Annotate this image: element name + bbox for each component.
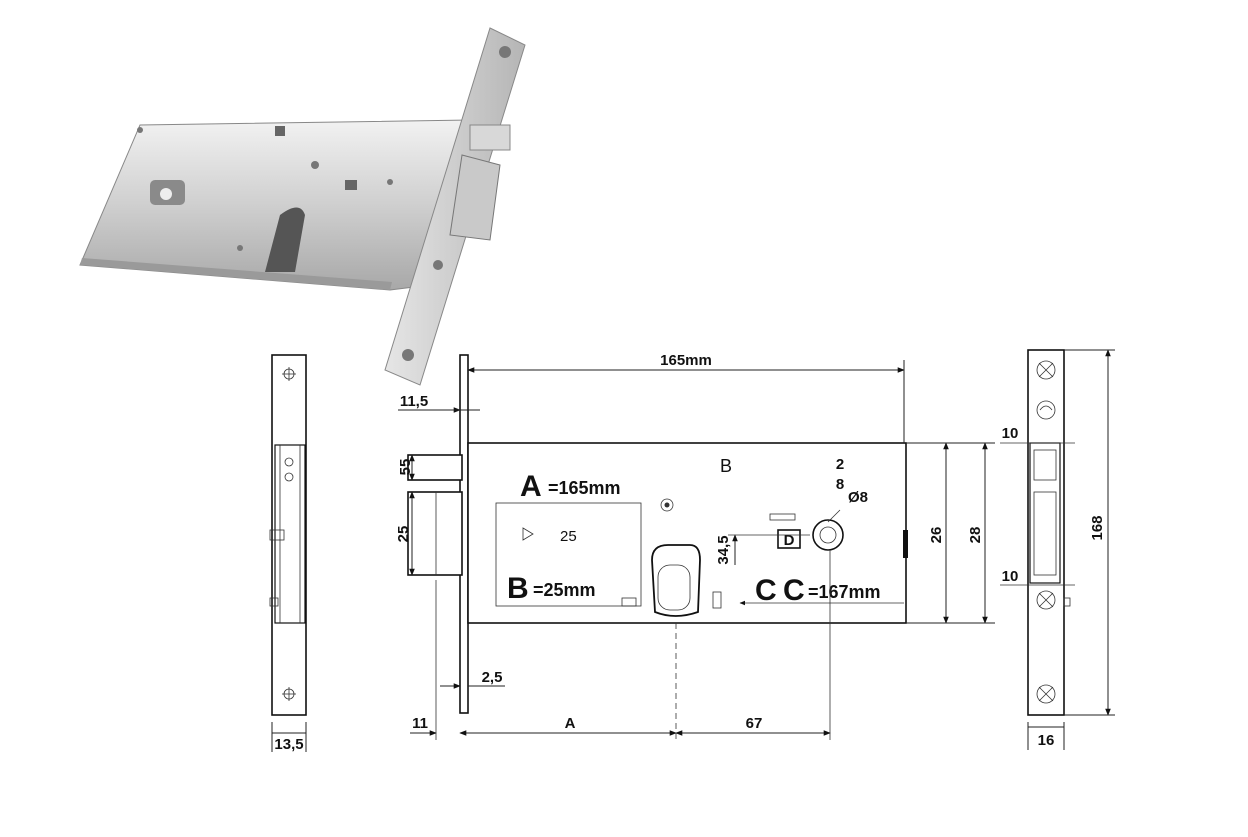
height-28-label: 28 (967, 527, 984, 544)
bottom-67-label: 67 (746, 715, 763, 732)
label-B: B (507, 572, 529, 605)
cylinder-cutout (651, 544, 701, 617)
front-view: D 165mm 11,5 55 25 A =165mm B 25 B =25 (395, 352, 995, 740)
dim-2-label: 2 (836, 456, 844, 473)
label-B-top: B (720, 456, 732, 476)
faceplate-offset-label: 11,5 (400, 393, 428, 410)
text-A: =165mm (548, 478, 621, 498)
faceplate-10-bottom-label: 10 (1002, 568, 1019, 585)
spindle-hole (812, 519, 844, 551)
label-A: A (520, 470, 542, 503)
dim-25-label: 25 (395, 526, 412, 543)
lock-photo (79, 27, 526, 386)
plate-thickness-label: 2,5 (482, 669, 503, 686)
text-B: =25mm (533, 580, 596, 600)
dim-34-5-label: 34,5 (715, 535, 732, 564)
faceplate-view: 10 10 168 16 (1000, 349, 1115, 750)
faceplate-width-label: 16 (1038, 732, 1055, 749)
dim-dia8-label: Ø8 (848, 489, 868, 506)
dim-8-label: 8 (836, 476, 844, 493)
side-width-label: 13,5 (274, 736, 303, 753)
overall-length-label: 165mm (660, 352, 712, 369)
faceplate-10-top-label: 10 (1002, 425, 1019, 442)
dimension-box-A (495, 502, 642, 607)
faceplate-length-label: 168 (1089, 515, 1106, 540)
bottom-11-label: 11 (412, 715, 428, 732)
label-C1: C (755, 574, 777, 607)
d-box-label: D (784, 532, 795, 549)
side-view: 13,5 (269, 354, 307, 753)
dim-55-label: 55 (397, 459, 414, 476)
d-box (777, 529, 801, 549)
height-26-label: 26 (928, 527, 945, 544)
label-C2: C (783, 574, 805, 607)
text-C: =167mm (808, 582, 881, 602)
latch-25-label: 25 (560, 528, 577, 545)
bottom-A-label: A (565, 715, 576, 732)
